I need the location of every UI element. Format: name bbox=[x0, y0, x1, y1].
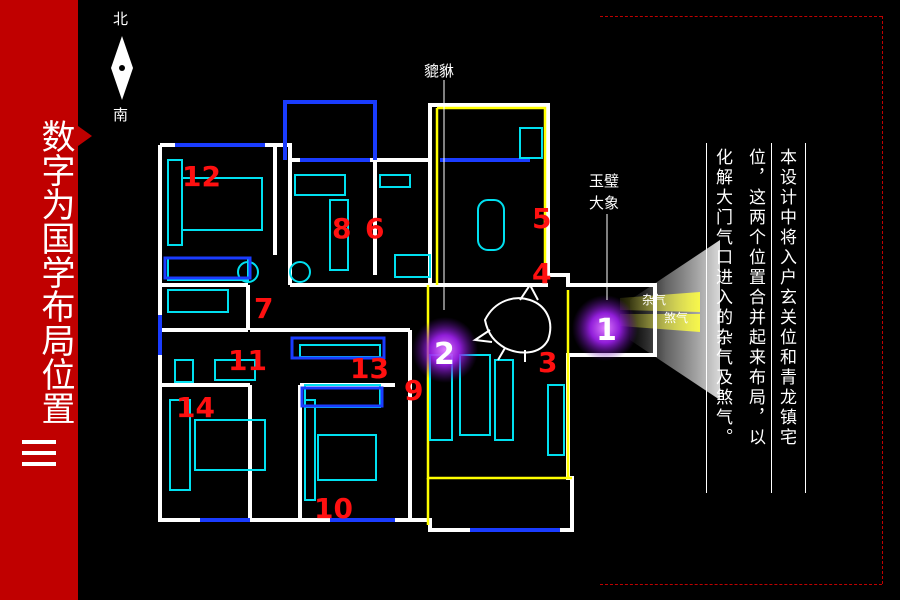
marker-2: 2 bbox=[434, 337, 455, 372]
divider-line-3 bbox=[805, 143, 806, 493]
description-col-3: 化解大门气口进入的杂气及煞气。 bbox=[712, 148, 732, 448]
menu-icon[interactable] bbox=[22, 440, 56, 473]
furniture bbox=[167, 127, 565, 501]
qi-flow-bottom bbox=[620, 314, 700, 332]
description-col-1: 本设计中将入户玄关位和青龙镇宅 bbox=[776, 148, 796, 448]
room-6: 6 bbox=[365, 212, 384, 245]
pixiu-icon bbox=[472, 283, 552, 362]
sidebar bbox=[0, 0, 78, 600]
room-13: 13 bbox=[350, 352, 389, 385]
compass-south-label: 南 bbox=[113, 106, 129, 124]
highlight-zones bbox=[426, 106, 572, 525]
windows bbox=[158, 100, 560, 532]
cabinets bbox=[163, 256, 386, 408]
room-4: 4 bbox=[532, 257, 551, 290]
sidebar-title: 数字为国学布局位置 bbox=[35, 119, 75, 425]
pixiu-label: 貔貅 bbox=[424, 62, 455, 80]
frame-line-top bbox=[600, 16, 882, 17]
shaqi-label: 煞气 bbox=[664, 310, 688, 325]
sidebar-arrow bbox=[78, 126, 92, 146]
compass-north-label: 北 bbox=[113, 10, 129, 28]
qi-flow-top bbox=[620, 292, 700, 312]
room-10: 10 bbox=[314, 492, 353, 525]
description-col-2: 位，这两个位置合并起来布局，以 bbox=[745, 148, 765, 448]
room-5: 5 bbox=[532, 202, 551, 235]
frame-line-right bbox=[882, 16, 883, 584]
room-7: 7 bbox=[254, 292, 273, 325]
room-8: 8 bbox=[332, 212, 351, 245]
divider-line-1 bbox=[706, 143, 707, 493]
compass-needle-icon bbox=[111, 36, 133, 100]
marker-1: 1 bbox=[596, 313, 617, 348]
room-14: 14 bbox=[176, 391, 215, 424]
marker-1-glow bbox=[572, 295, 638, 361]
elephant-label: 大象 bbox=[589, 194, 620, 212]
jade-label: 玉璧 bbox=[589, 172, 620, 190]
room-3: 3 bbox=[538, 346, 557, 379]
room-9: 9 bbox=[404, 374, 423, 407]
divider-line-2 bbox=[771, 143, 772, 493]
marker-2-glow bbox=[412, 317, 478, 383]
frame-line-bottom bbox=[600, 584, 882, 585]
room-12: 12 bbox=[182, 160, 221, 193]
room-11: 11 bbox=[228, 344, 267, 377]
zaqi-label: 杂气 bbox=[642, 292, 666, 307]
